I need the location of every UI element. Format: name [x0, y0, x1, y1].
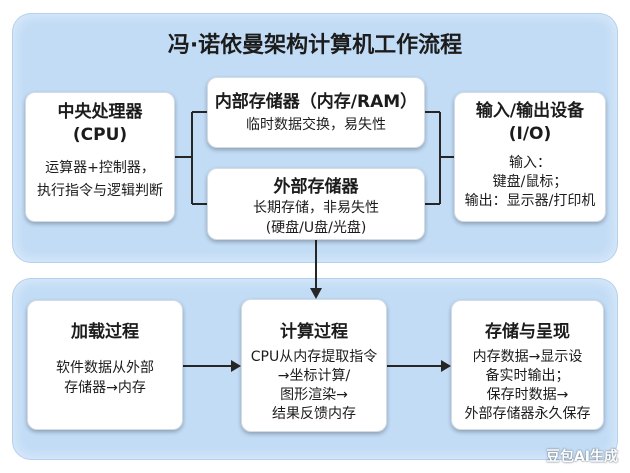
storage-desc-line: 长期存储，非易失性	[253, 200, 379, 216]
compute-process-line: 图形渲染→	[280, 387, 348, 403]
present-process-title: 存储与呈现	[485, 322, 570, 342]
cpu-desc-line: 执行指令与逻辑判断	[37, 183, 163, 199]
connector-memory-to-io	[425, 111, 454, 205]
storage-desc-line: (硬盘/U盘/光盘)	[265, 220, 367, 236]
watermark: 豆包AI生成	[545, 449, 618, 465]
compute-process-line: →坐标计算/	[277, 368, 351, 384]
connector-cpu-to-memory	[175, 111, 207, 205]
io-desc-line: 键盘/鼠标；	[492, 174, 568, 190]
present-process-line: 外部存储器永久保存	[464, 406, 591, 422]
ram-desc-line: 临时数据交换，易失性	[246, 117, 386, 133]
present-process-box: 存储与呈现 内存数据→显示设 备实时输出； 保存时数据→ 外部存储器永久保存	[451, 300, 604, 430]
io-subtitle: (I/O)	[508, 124, 552, 144]
compute-process-line: 结果反馈内存	[272, 406, 356, 422]
cpu-desc-line: 运算器+控制器，	[45, 160, 155, 176]
io-desc-line: 输入：	[509, 155, 551, 171]
page-title: 冯·诺依曼架构计算机工作流程	[167, 33, 463, 58]
load-process-title: 加载过程	[71, 322, 139, 342]
arrow-storage-to-compute-head	[310, 288, 322, 299]
io-title: 输入/输出设备	[475, 101, 585, 121]
compute-process-line: CPU从内存提取指令	[250, 349, 378, 365]
io-box: 输入/输出设备 (I/O) 输入： 键盘/鼠标； 输出：显示器/打印机	[454, 92, 606, 222]
storage-box: 外部存储器 长期存储，非易失性 (硬盘/U盘/光盘)	[207, 168, 425, 240]
load-process-line: 软件数据从外部	[56, 360, 154, 376]
compute-process-title: 计算过程	[280, 322, 348, 342]
cpu-subtitle: (CPU)	[72, 125, 128, 145]
cpu-title: 中央处理器	[57, 102, 143, 122]
arrow-compute-to-present-head	[441, 360, 451, 372]
present-process-line: 内存数据→显示设	[472, 349, 583, 365]
ram-title: 内部存储器（内存/RAM）	[214, 92, 418, 112]
cpu-box: 中央处理器 (CPU) 运算器+控制器， 执行指令与逻辑判断	[25, 92, 175, 222]
ram-box: 内部存储器（内存/RAM） 临时数据交换，易失性	[207, 77, 425, 148]
load-process-line: 存储器→内存	[64, 380, 146, 396]
io-desc-line: 输出：显示器/打印机	[464, 193, 596, 209]
arrow-load-to-compute-head	[231, 360, 241, 372]
present-process-line: 保存时数据→	[486, 387, 569, 403]
present-process-line: 备实时输出；	[485, 368, 570, 384]
load-process-box: 加载过程 软件数据从外部 存储器→内存	[27, 300, 183, 430]
storage-title: 外部存储器	[273, 177, 359, 197]
compute-process-box: 计算过程 CPU从内存提取指令 →坐标计算/ 图形渲染→ 结果反馈内存	[241, 299, 387, 432]
